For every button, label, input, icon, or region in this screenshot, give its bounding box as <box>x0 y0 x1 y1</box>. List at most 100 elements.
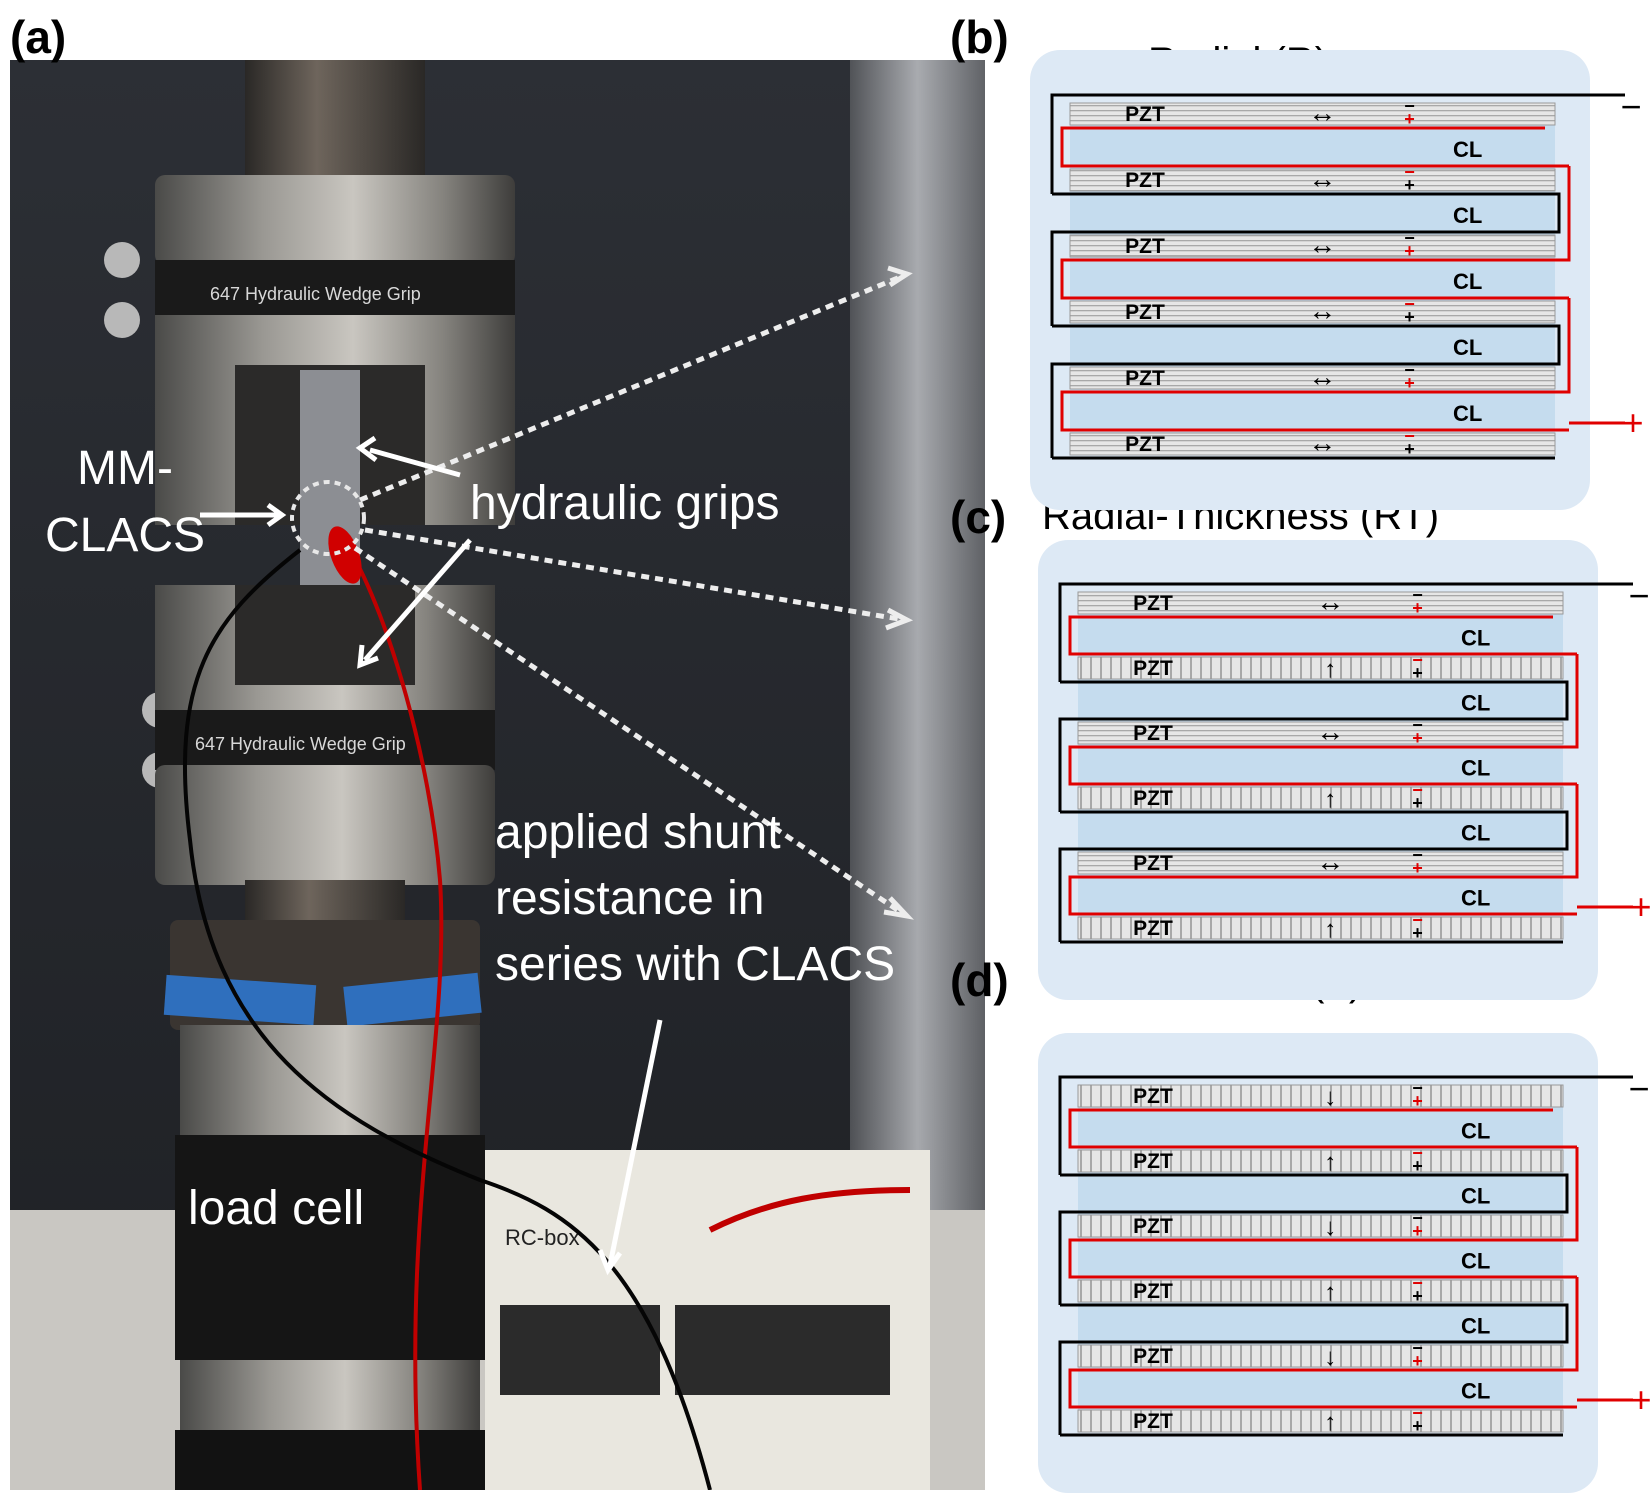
black-wire <box>1058 582 1633 682</box>
panel-b-background <box>1030 50 1590 510</box>
red-wire-segment <box>1062 298 1571 394</box>
poling-arrow-up: ↑ <box>1324 1279 1336 1306</box>
cl-label: CL <box>1461 1119 1490 1144</box>
pzt-layer <box>1069 300 1556 324</box>
polarity-mark-top: − <box>1412 715 1423 735</box>
lower-grip-brand: 647 Hydraulic Wedge Grip <box>195 734 406 754</box>
pzt-layer <box>1069 432 1556 456</box>
terminal-negative: − <box>1620 86 1641 127</box>
panel-c-title: Radial-Thickness (RT) <box>1042 494 1440 538</box>
polarity-mark-bottom: + <box>1412 1351 1423 1371</box>
pzt-label: PZT <box>1133 1280 1173 1303</box>
polarity-mark-top: − <box>1412 650 1423 670</box>
load-cell-base <box>180 1360 480 1430</box>
polarity-mark-top: − <box>1412 1403 1423 1423</box>
cl-label: CL <box>1453 401 1482 426</box>
cl-layer <box>1078 1367 1563 1410</box>
panel-d-title: Thickness (T) <box>1120 960 1363 1004</box>
poling-arrow-down: ↓ <box>1324 1344 1336 1371</box>
shunt-annotation: applied shunt resistance in series with … <box>495 800 895 998</box>
red-wire-segment <box>1068 615 1577 656</box>
cl-label: CL <box>1453 203 1482 228</box>
black-wire-segment <box>1058 810 1569 942</box>
poling-arrow-horizontal: ↔ <box>1308 97 1336 128</box>
pointer-head <box>883 896 914 920</box>
poling-arrow-up: ↑ <box>1324 916 1336 943</box>
polarity-mark-bottom: + <box>1412 728 1423 748</box>
polarity-mark-top: − <box>1404 228 1415 248</box>
shunt-line: series with CLACS <box>495 938 896 991</box>
polarity-mark-top: − <box>1412 910 1423 930</box>
lower-grip-body <box>155 765 495 885</box>
cl-label: CL <box>1461 691 1490 716</box>
polarity-mark-top: − <box>1404 96 1415 116</box>
red-wire <box>348 549 444 1490</box>
rc-box-dial <box>675 1305 890 1395</box>
polarity-mark-bottom: + <box>1412 858 1423 878</box>
cl-label: CL <box>1453 269 1482 294</box>
cl-label: CL <box>1453 137 1482 162</box>
polarity-mark-top: − <box>1412 780 1423 800</box>
rc-box-dial <box>500 1305 660 1395</box>
pzt-label: PZT <box>1133 1345 1173 1368</box>
pzt-label: PZT <box>1133 657 1173 680</box>
pzt-layer <box>1077 786 1564 810</box>
poling-arrow-horizontal: ↔ <box>1316 846 1344 877</box>
cl-layer <box>1078 1172 1563 1215</box>
panel-c-label: (c) <box>950 491 1007 543</box>
black-wire-segment <box>1050 324 1561 458</box>
red-wire-segment <box>1070 654 1579 749</box>
polarity-mark-bottom: + <box>1404 241 1415 261</box>
cl-label: CL <box>1461 1379 1490 1404</box>
red-wire-segment <box>1060 126 1569 168</box>
arrow-head <box>597 1249 623 1276</box>
mmclacs-line: MM- <box>77 442 173 495</box>
poling-arrow-horizontal: ↔ <box>1308 427 1336 458</box>
red-wire-segment <box>1068 1238 1577 1279</box>
polarity-mark-bottom: + <box>1404 373 1415 393</box>
black-wire-segment <box>1058 680 1569 812</box>
polarity-mark-bottom: + <box>1412 793 1423 813</box>
pzt-label: PZT <box>1133 787 1173 810</box>
pzt-label: PZT <box>1133 722 1173 745</box>
poling-arrow-horizontal: ↔ <box>1316 716 1344 747</box>
pzt-label: PZT <box>1133 917 1173 940</box>
polarity-mark-top: − <box>1404 294 1415 314</box>
load-cell-foot <box>175 1430 485 1490</box>
cl-layer <box>1078 1107 1563 1150</box>
cl-label: CL <box>1461 1249 1490 1274</box>
polarity-mark-top: − <box>1412 1208 1423 1228</box>
polarity-mark-top: − <box>1412 1338 1423 1358</box>
lower-grip-band <box>155 710 495 770</box>
pzt-layer <box>1077 1149 1564 1173</box>
grip-arrow <box>363 538 472 662</box>
pzt-label: PZT <box>1133 1410 1173 1433</box>
polarity-mark-bottom: + <box>1404 109 1415 129</box>
red-wire-segment <box>1068 1108 1577 1149</box>
pzt-label: PZT <box>1125 301 1165 324</box>
terminal-positive: + <box>1622 402 1643 443</box>
polarity-mark-bottom: + <box>1412 1416 1423 1436</box>
pzt-layer <box>1069 366 1556 390</box>
bolt <box>104 302 140 338</box>
cl-layer <box>1070 257 1555 301</box>
pzt-layer <box>1077 721 1564 745</box>
polarity-mark-bottom: + <box>1412 1221 1423 1241</box>
polarity-mark-bottom: + <box>1404 175 1415 195</box>
polarity-mark-top: − <box>1412 1273 1423 1293</box>
polarity-mark-top: − <box>1412 1143 1423 1163</box>
pzt-layer <box>1077 591 1564 615</box>
red-wire-segment <box>1060 258 1569 300</box>
poling-arrow-horizontal: ↔ <box>1308 361 1336 392</box>
mmclacs-annotation: MM- CLACS <box>45 435 205 569</box>
polarity-mark-top: − <box>1404 360 1415 380</box>
arrow-head <box>266 502 287 528</box>
pointer-to-d <box>353 545 907 918</box>
red-wire-segment <box>1068 875 1577 916</box>
pzt-layer <box>1077 1409 1564 1433</box>
polarity-mark-bottom: + <box>1412 1091 1423 1111</box>
poling-arrow-horizontal: ↔ <box>1308 229 1336 260</box>
pzt-layer <box>1077 1214 1564 1238</box>
pointer-head <box>885 607 914 631</box>
red-wire-segment <box>1068 1368 1577 1409</box>
